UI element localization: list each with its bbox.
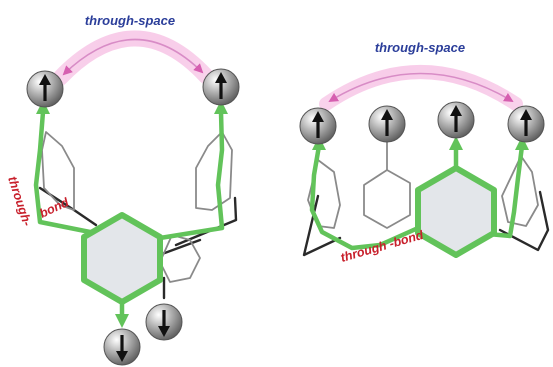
right-spin-1 (299, 107, 337, 145)
left-molecule: through-space through- bond (5, 13, 240, 366)
right-molecule: through-space through -bond (299, 40, 550, 265)
left-spin-top-right (202, 68, 240, 106)
right-spin-3 (437, 101, 475, 139)
left-through-label: through- (5, 175, 34, 228)
right-through-space-arc (328, 72, 514, 103)
left-through-space-arc (62, 38, 204, 76)
right-central-ring (415, 165, 497, 258)
left-central-ring (81, 212, 163, 305)
left-spin-bottom-down-2 (145, 303, 183, 341)
right-spin-2 (368, 105, 406, 143)
left-through-space-label: through-space (85, 13, 175, 28)
right-spin-4 (507, 105, 545, 143)
left-spin-top-left (26, 70, 64, 108)
right-bond-arrowheads (312, 136, 529, 150)
right-through-space-label: through-space (375, 40, 465, 55)
left-spin-bottom-down (103, 328, 141, 366)
